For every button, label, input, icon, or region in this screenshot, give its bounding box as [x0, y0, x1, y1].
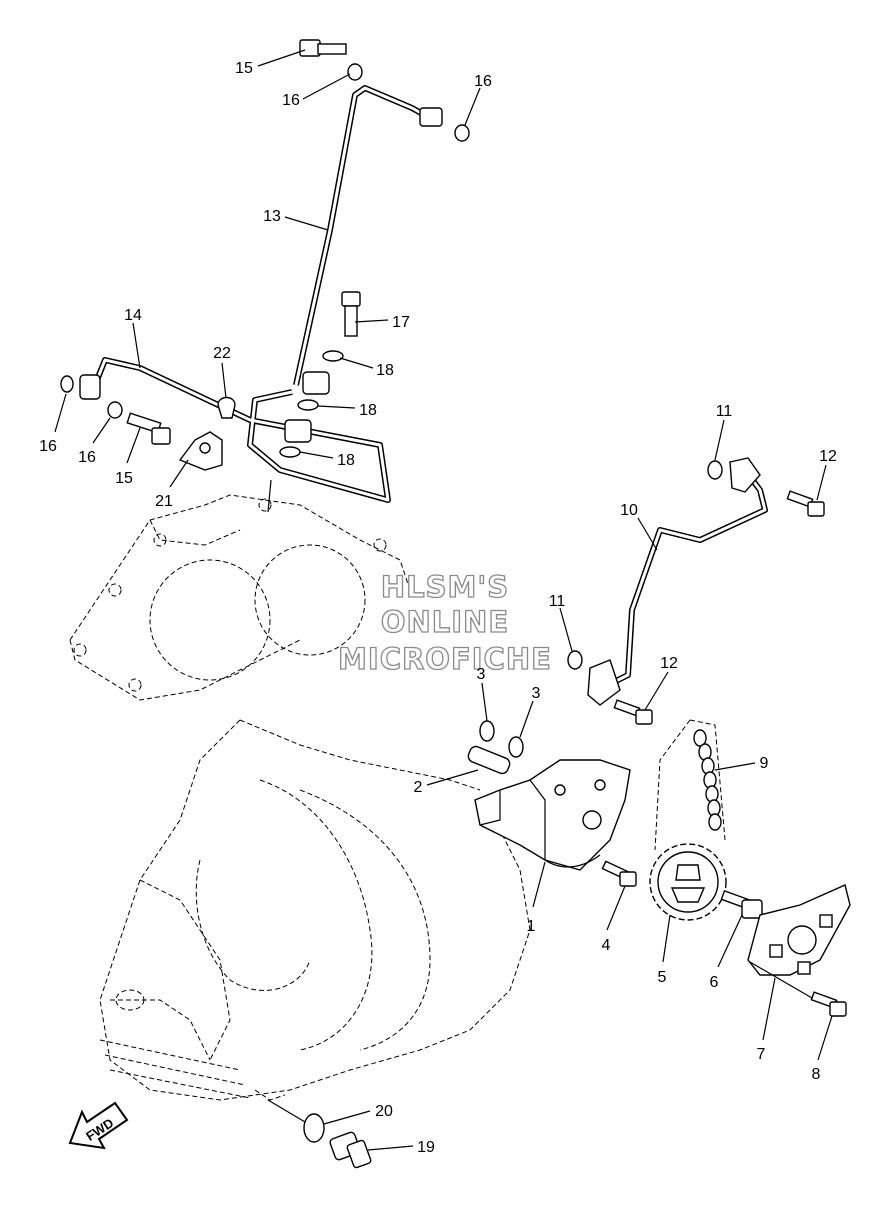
watermark-line-1: HLSM'S [381, 570, 509, 604]
gasket-20 [303, 1113, 325, 1143]
callout-16: 16 [39, 438, 57, 455]
washer-16-top-a [347, 63, 363, 81]
pipe-flange-bottom [587, 659, 621, 706]
callout-14: 14 [124, 307, 142, 324]
oil-pump-1 [474, 759, 631, 871]
leader-lines [54, 49, 833, 1151]
washer-16-left-b [107, 401, 123, 419]
oil-pipe-10 [606, 468, 768, 688]
callout-18: 18 [337, 452, 355, 469]
oil-pipe-13 [293, 85, 432, 386]
cover-7 [747, 884, 851, 976]
gasket-18-a [322, 350, 344, 362]
pipe-flange-top [729, 457, 761, 493]
engine-crankcase-outline [69, 494, 531, 1101]
washer-16-top-b [454, 124, 470, 142]
callout-16: 16 [474, 73, 492, 90]
clamp-22 [217, 396, 236, 419]
callout-21: 21 [155, 493, 173, 510]
watermark-line-3: MICROFICHE [338, 642, 552, 676]
bolt-12-bottom [613, 699, 653, 725]
union-bolt-15-left [126, 412, 171, 445]
o-ring-3-right [508, 736, 524, 758]
callout-19: 19 [417, 1139, 435, 1156]
bracket-21 [178, 431, 223, 471]
union-bolt-15-top [299, 39, 347, 57]
callout-22: 22 [213, 345, 231, 362]
callout-numbers: 15 16 16 13 17 14 22 18 18 18 16 16 15 2… [39, 60, 837, 1156]
callout-3: 3 [477, 666, 486, 683]
callout-15: 15 [235, 60, 253, 77]
callout-12: 12 [819, 448, 837, 465]
callout-1: 1 [527, 918, 536, 935]
callout-3: 3 [532, 685, 541, 702]
callout-8: 8 [812, 1066, 821, 1083]
callout-7: 7 [757, 1046, 766, 1063]
callout-16: 16 [78, 449, 96, 466]
drain-plug-19 [329, 1131, 372, 1169]
callout-18: 18 [359, 402, 377, 419]
bolt-4 [601, 860, 637, 887]
callout-6: 6 [710, 974, 719, 991]
watermark-line-2: ONLINE [381, 605, 509, 639]
callout-17: 17 [392, 314, 410, 331]
fwd-arrow-icon: FWD [68, 1101, 129, 1150]
callout-12: 12 [660, 655, 678, 672]
gasket-18-b [297, 399, 319, 411]
watermark: HLSM'S ONLINE MICROFICHE [337, 569, 552, 676]
dowel-pin-2 [467, 745, 511, 775]
callout-4: 4 [602, 937, 611, 954]
gasket-18-c [279, 446, 301, 458]
bolt-6 [720, 889, 763, 919]
callout-9: 9 [760, 755, 769, 772]
callout-10: 10 [620, 502, 638, 519]
callout-5: 5 [658, 969, 667, 986]
o-ring-11-top [707, 460, 723, 480]
callout-2: 2 [414, 779, 423, 796]
pipe-fitting-left [79, 374, 101, 400]
callout-16: 16 [282, 92, 300, 109]
callout-11: 11 [549, 593, 566, 610]
o-ring-11-bottom [567, 650, 583, 670]
pipe-fitting-low [284, 419, 312, 443]
chain-9 [654, 719, 726, 851]
pipe-fitting-top [419, 107, 443, 127]
callout-15: 15 [115, 470, 133, 487]
bolt-8 [810, 991, 847, 1017]
callout-20: 20 [375, 1103, 393, 1120]
union-bolt-17 [341, 291, 361, 337]
oil-pipe-14 [92, 357, 391, 503]
callout-18: 18 [376, 362, 394, 379]
callout-11: 11 [716, 403, 733, 420]
o-ring-3-left [479, 720, 495, 742]
sprocket-5 [649, 843, 727, 921]
pipe-fitting-mid [302, 371, 330, 395]
callout-13: 13 [263, 208, 281, 225]
bolt-12-top [786, 490, 825, 517]
washer-16-left-a [60, 375, 74, 393]
